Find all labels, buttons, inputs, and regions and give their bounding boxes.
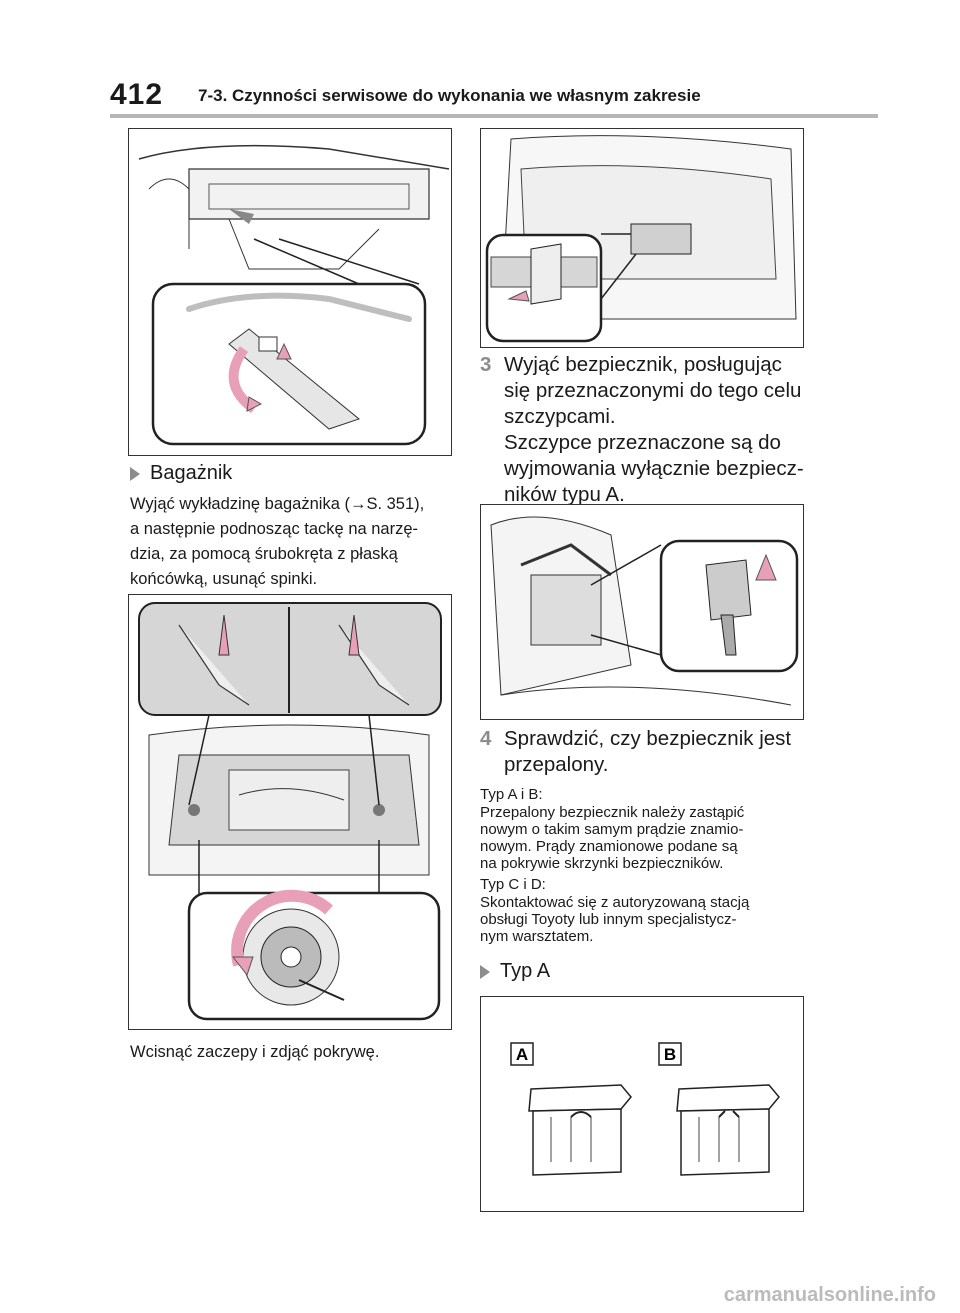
step-4-line: Sprawdzić, czy bezpiecznik jest <box>504 727 792 750</box>
fuse-label-a: A <box>510 1042 534 1066</box>
type-ab-text: Przepalony bezpiecznik należy zastąpić n… <box>480 804 820 872</box>
figure-panel-removal <box>128 128 452 456</box>
figure-panel-removal-illustration <box>138 144 450 446</box>
triangle-bullet-icon <box>480 964 490 979</box>
figure-caption: Wcisnąć zaczepy i zdjąć pokrywę. <box>130 1043 380 1061</box>
figure-fuse-box-cover-illustration <box>485 135 797 343</box>
fuse-a-intact-icon <box>528 1084 632 1176</box>
figure-fuse-types-illustration: A B <box>510 1042 780 1176</box>
type-ab-line: nowym. Prądy znamionowe podane są <box>480 838 738 855</box>
instruction-line: Wyjąć wykładzinę bagażnika (→S. 351), <box>130 495 425 513</box>
step-3-line: Szczypce przeznaczone są do <box>504 431 781 454</box>
fuse-label-b-text: B <box>664 1045 676 1064</box>
type-cd-line: nym warsztatem. <box>480 928 594 945</box>
trunk-instructions: Wyjąć wykładzinę bagażnika (→S. 351), a … <box>130 492 460 592</box>
section-heading-trunk: Bagażnik <box>130 462 232 485</box>
step-3: 3 Wyjąć bezpiecznik, posługując się prze… <box>480 352 810 508</box>
step-4-number: 4 <box>480 727 492 750</box>
fuse-label-b: B <box>658 1042 682 1066</box>
fuse-label-a-text: A <box>516 1045 528 1064</box>
type-ab-line: na pokrywie skrzynki bezpieczników. <box>480 855 724 872</box>
step-3-line: ników typu A. <box>504 483 625 506</box>
watermark: carmanualsonline.info <box>723 1284 936 1306</box>
figure-fuse-pliers-illustration <box>490 516 799 706</box>
type-cd-line: Skontaktować się z autoryzowaną stacją <box>480 894 750 911</box>
figure-fuse-pliers <box>480 504 804 720</box>
type-cd-line: obsługi Toyoty lub innym specjalistycz- <box>480 911 737 928</box>
type-ab-heading: Typ A i B: <box>480 786 543 803</box>
figure-trunk-clips-illustration <box>138 602 442 1021</box>
section-heading-type-a: Typ A <box>480 960 550 983</box>
header-divider <box>110 114 878 118</box>
step-3-line: szczypcami. <box>504 405 616 428</box>
step-3-number: 3 <box>480 353 492 376</box>
page-number: 412 <box>110 78 164 111</box>
triangle-bullet-icon <box>130 466 140 481</box>
instruction-line: dzia, za pomocą śrubokręta z płaską <box>130 545 398 563</box>
type-cd-text: Skontaktować się z autoryzowaną stacją o… <box>480 894 820 945</box>
fuse-b-blown-icon <box>676 1084 780 1176</box>
instruction-line: końcówką, usunąć spinki. <box>130 570 318 588</box>
section-heading-type-a-label: Typ A <box>500 960 551 982</box>
step-3-line: wyjmowania wyłącznie bezpiecz- <box>504 457 804 480</box>
step-3-line: Wyjąć bezpiecznik, posługując <box>504 353 782 376</box>
step-3-line: się przeznaczonymi do tego celu <box>504 379 802 402</box>
figure-trunk-clips <box>128 594 452 1030</box>
figure-fuse-box-cover <box>480 128 804 348</box>
step-4: 4 Sprawdzić, czy bezpiecznik jest przepa… <box>480 726 810 778</box>
step-4-line: przepalony. <box>504 753 609 776</box>
instruction-line: a następnie podnosząc tackę na narzę- <box>130 520 419 538</box>
type-ab-line: nowym o takim samym prądzie znamio- <box>480 821 744 838</box>
figure-fuse-types: A B <box>480 996 804 1212</box>
section-heading-trunk-label: Bagażnik <box>150 462 233 484</box>
section-title: 7-3. Czynności serwisowe do wykonania we… <box>198 86 701 105</box>
type-cd-heading: Typ C i D: <box>480 876 546 893</box>
type-ab-line: Przepalony bezpiecznik należy zastąpić <box>480 804 745 821</box>
